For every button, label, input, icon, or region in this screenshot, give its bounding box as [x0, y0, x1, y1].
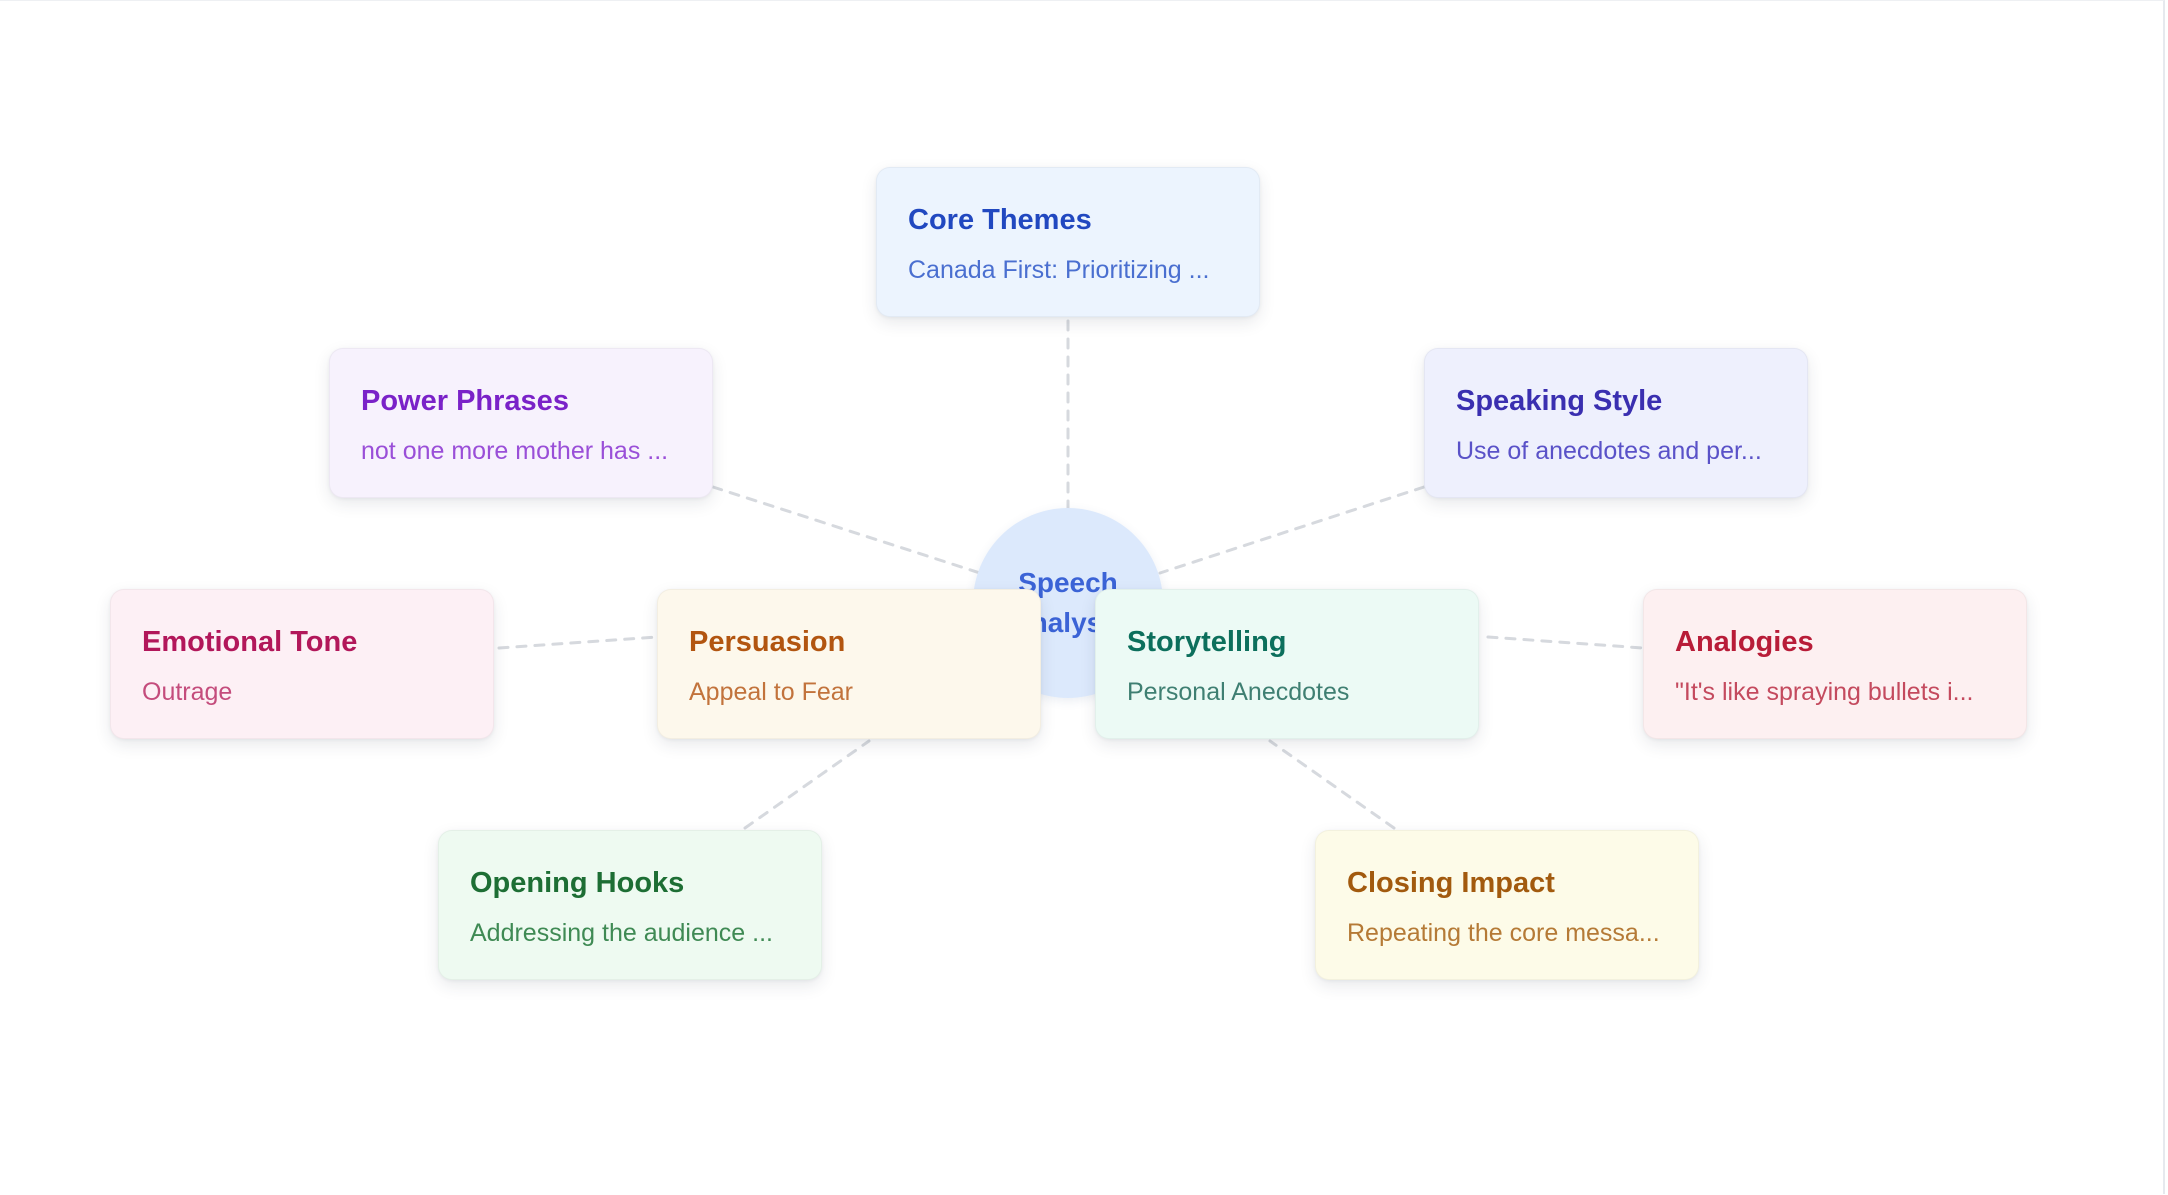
node-summary: Repeating the core messa... — [1347, 919, 1660, 947]
connector-emotional-tone — [497, 635, 659, 650]
node-title: Opening Hooks — [470, 867, 685, 899]
node-summary: Appeal to Fear — [689, 678, 853, 706]
connector-closing-impact — [1268, 739, 1396, 830]
node-emotional-tone[interactable]: Emotional Tone Outrage — [110, 589, 494, 739]
node-title: Emotional Tone — [142, 626, 358, 658]
connector-opening-hooks — [743, 739, 871, 830]
node-summary: Addressing the audience ... — [470, 919, 773, 947]
node-title: Speaking Style — [1456, 385, 1663, 417]
node-summary: Outrage — [142, 678, 233, 706]
node-summary: Personal Anecdotes — [1127, 678, 1350, 706]
node-speaking-style[interactable]: Speaking Style Use of anecdotes and per.… — [1424, 348, 1808, 498]
node-summary: Use of anecdotes and per... — [1456, 437, 1762, 465]
node-storytelling[interactable]: Storytelling Personal Anecdotes — [1095, 589, 1479, 739]
node-title: Power Phrases — [361, 385, 569, 417]
node-summary: Canada First: Prioritizing ... — [908, 256, 1210, 284]
node-persuasion[interactable]: Persuasion Appeal to Fear — [657, 589, 1041, 739]
node-core-themes[interactable]: Core Themes Canada First: Prioritizing .… — [876, 167, 1260, 317]
node-opening-hooks[interactable]: Opening Hooks Addressing the audience ..… — [438, 830, 822, 980]
node-title: Persuasion — [689, 626, 846, 658]
node-title: Core Themes — [908, 204, 1092, 236]
node-summary: "It's like spraying bullets i... — [1675, 678, 1974, 706]
node-title: Closing Impact — [1347, 867, 1555, 899]
node-closing-impact[interactable]: Closing Impact Repeating the core messa.… — [1315, 830, 1699, 980]
node-power-phrases[interactable]: Power Phrases not one more mother has ..… — [329, 348, 713, 498]
node-summary: not one more mother has ... — [361, 437, 669, 465]
node-analogies[interactable]: Analogies "It's like spraying bullets i.… — [1643, 589, 2027, 739]
node-title: Storytelling — [1127, 626, 1287, 658]
connector-power-phrases — [711, 485, 982, 575]
connector-speaking-style — [1158, 485, 1426, 575]
node-title: Analogies — [1675, 626, 1814, 658]
connector-analogies — [1486, 635, 1645, 650]
